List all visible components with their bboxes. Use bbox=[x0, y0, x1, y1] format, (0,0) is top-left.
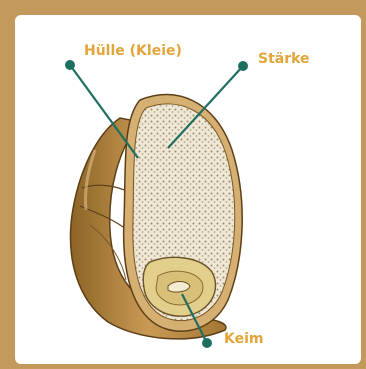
label-staerke: Stärke bbox=[258, 51, 310, 67]
leader-dot-staerke bbox=[238, 61, 248, 71]
label-keim: Keim bbox=[224, 331, 263, 347]
label-huelle: Hülle (Kleie) bbox=[84, 43, 182, 59]
leader-dot-keim bbox=[202, 338, 212, 348]
leader-dot-huelle bbox=[65, 60, 75, 70]
